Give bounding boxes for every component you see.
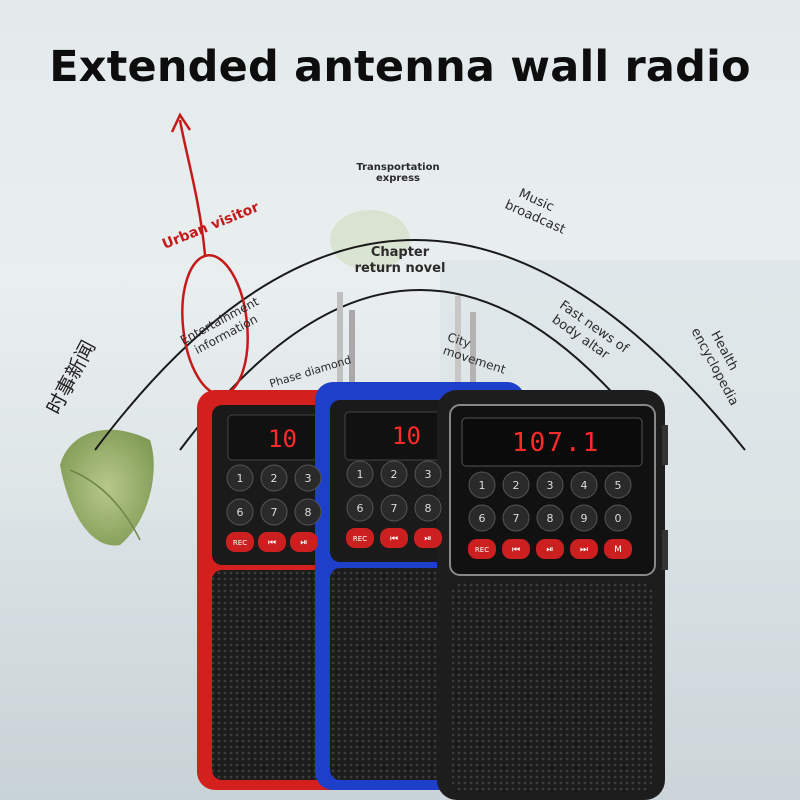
radio-2-function-key-label: REC [475,546,489,554]
radio-2-key-label: 0 [615,512,622,525]
radio-2-function-key [536,539,564,559]
radio-0-key-label: 3 [305,472,312,485]
radio-2-key-6 [468,504,496,532]
radio-1-function-key-label: ⏯ [424,534,431,544]
radio-0-function-key [226,532,254,552]
radio-2-key-label: 8 [547,512,554,525]
radio-1-key-6 [346,494,374,522]
radio-2-key-0 [604,504,632,532]
radio-2-key-3 [536,471,564,499]
radio-1-key-label: 3 [425,468,432,481]
radio-2-key-label: 1 [479,479,486,492]
radio-2-function-key [468,539,496,559]
radio-0-function-key-label: ⏮ [268,538,276,548]
radio-1-key-label: 8 [425,502,432,515]
radio-0-key-label: 1 [237,472,244,485]
radio-1-key-8 [414,494,442,522]
radio-0-key-label: 6 [237,506,244,519]
page-title: Extended antenna wall radio [49,42,751,92]
radio-1-key-3 [414,460,442,488]
radio-0-function-key-label: REC [233,539,247,547]
background-leaf-top [330,210,410,270]
radio-1-function-key [380,528,408,548]
radio-1-key-1 [346,460,374,488]
radio-2-function-key [570,539,598,559]
radio-2-function-key [502,539,530,559]
radio-2-key-8 [536,504,564,532]
radio-0-key-label: 2 [271,472,278,485]
radio-2-key-label: 6 [479,512,486,525]
radio-2-key-label: 2 [513,479,520,492]
radio-1-function-key-label: REC [353,535,367,543]
radio-1-function-key [414,528,442,548]
radio-black-display: 107.1 [512,428,601,458]
radio-2-function-key-label: ⏯ [546,545,553,555]
radio-0-key-label: 8 [305,506,312,519]
radio-black [437,390,668,800]
radio-1-key-label: 2 [391,468,398,481]
radio-0-function-key-label: ⏯ [300,538,307,548]
radio-1-function-key-label: ⏮ [390,534,398,544]
radio-1-key-label: 1 [357,468,364,481]
radio-red-display: 10 [268,425,297,453]
radio-2-key-label: 7 [513,512,520,525]
radio-2-function-key-label: M [614,545,622,555]
radio-2-function-key-label: ⏮ [512,545,520,555]
radio-2-key-5 [604,471,632,499]
radio-2-function-key [604,539,632,559]
radio-2-key-9 [570,504,598,532]
radio-0-key-3 [294,464,322,492]
radio-0-function-key [258,532,286,552]
radio-0-key-1 [226,464,254,492]
radio-1-function-key [346,528,374,548]
radio-1-key-7 [380,494,408,522]
radio-1-key-label: 7 [391,502,398,515]
inner-arc [179,289,661,451]
radio-2-key-label: 4 [581,479,588,492]
radio-2-key-1 [468,471,496,499]
radio-2-function-key-label: ⏭ [580,545,588,555]
radio-blue-display: 10 [392,422,421,450]
radio-2-key-2 [502,471,530,499]
radio-0-function-key [290,532,318,552]
radio-2-key-7 [502,504,530,532]
radio-0-key-7 [260,498,288,526]
antenna-annotation [170,112,249,396]
radio-1-key-2 [380,460,408,488]
radio-0-key-6 [226,498,254,526]
radio-0-key-label: 7 [271,506,278,519]
leaf-decoration [60,429,154,546]
radio-2-key-label: 5 [615,479,622,492]
radio-0-key-2 [260,464,288,492]
radio-1-key-label: 6 [357,502,364,515]
radio-2-key-4 [570,471,598,499]
radio-0-key-8 [294,498,322,526]
radio-2-key-label: 9 [581,512,588,525]
radio-2-key-label: 3 [547,479,554,492]
